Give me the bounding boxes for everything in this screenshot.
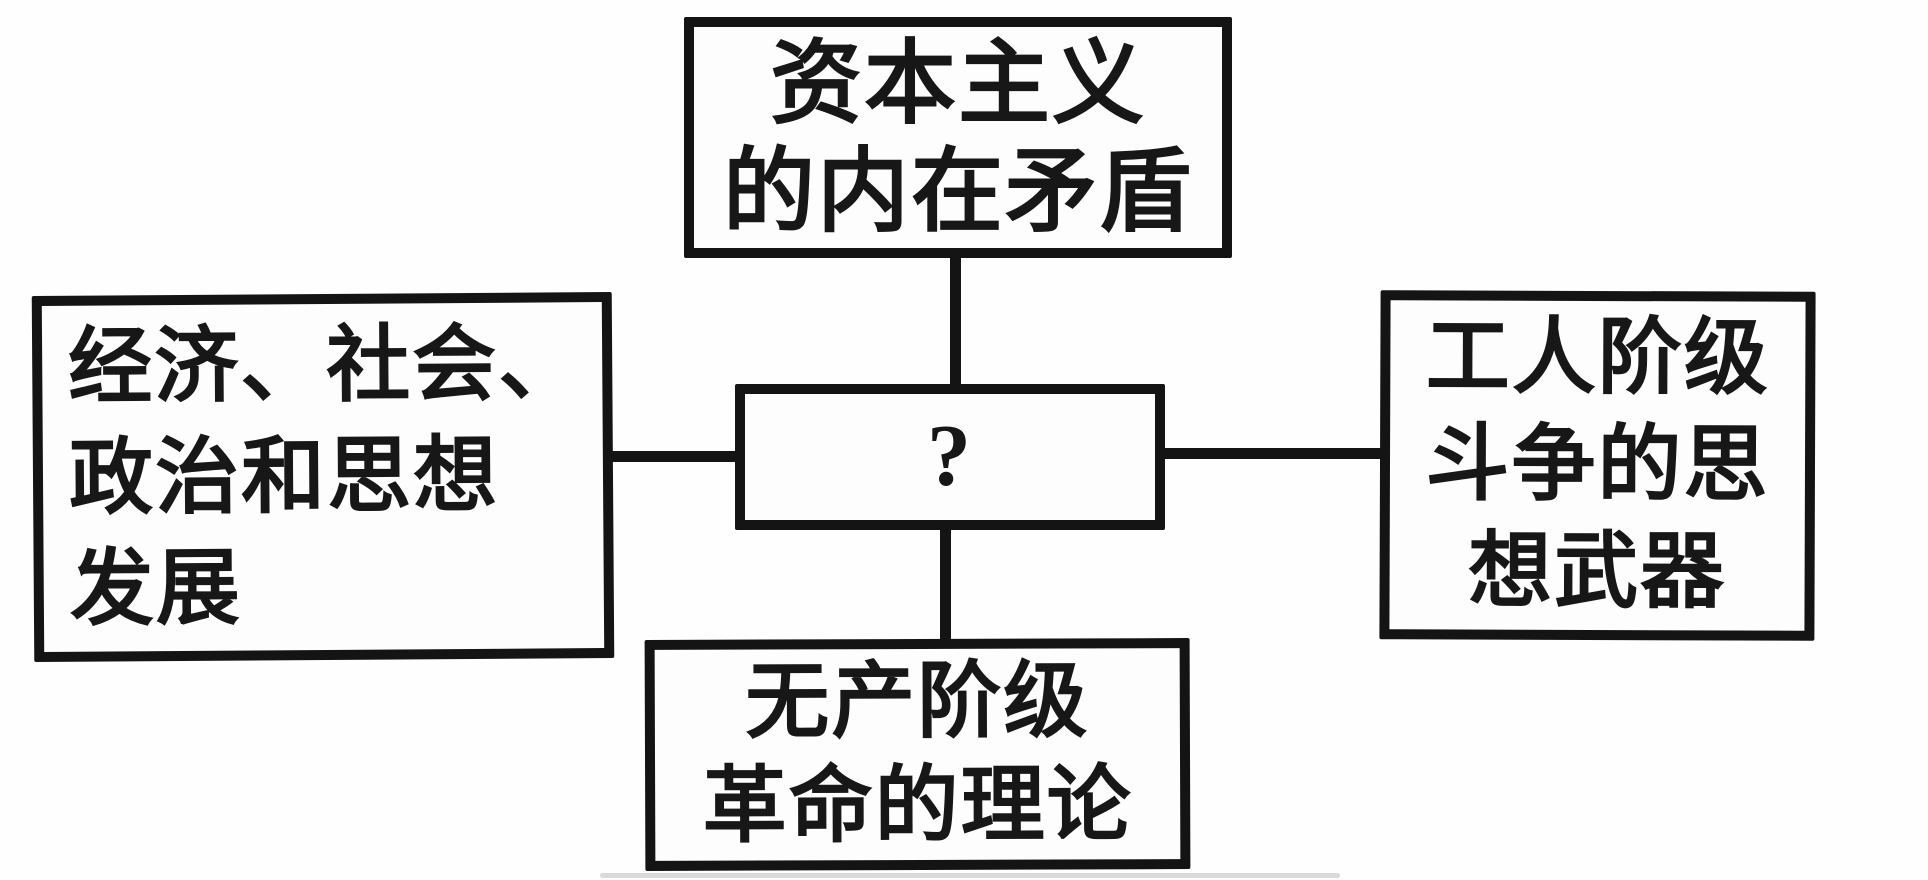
- connector-center-to-right-line: [1155, 448, 1390, 459]
- node-left-text-line-3: 发展: [69, 542, 243, 637]
- connector-center-to-top-line: [950, 248, 961, 394]
- node-right-text-line-1: 工人阶级: [1425, 311, 1771, 406]
- node-economic-social-political-ideological-development: 经济、社会、 政治和思想 发展: [31, 291, 615, 663]
- node-top-text-line-1: 资本主义: [769, 32, 1146, 135]
- node-left-text-line-1: 经济、社会、: [67, 317, 585, 415]
- node-ideological-weapon-of-working-class-struggle: 工人阶级 斗争的思 想武器: [1379, 290, 1816, 641]
- connector-center-to-bottom-line: [940, 520, 951, 650]
- node-right-text-line-3: 想武器: [1467, 525, 1727, 620]
- node-question-mark: ?: [735, 384, 1165, 530]
- scan-artifact-line: [600, 873, 1340, 878]
- node-bottom-text-line-2: 革命的理论: [702, 758, 1133, 854]
- node-bottom-text-line-1: 无产阶级: [745, 654, 1090, 750]
- node-top-text-line-2: 的内在矛盾: [722, 140, 1193, 243]
- node-theory-of-proletarian-revolution: 无产阶级 革命的理论: [644, 638, 1191, 871]
- node-capitalism-inner-contradictions: 资本主义 的内在矛盾: [684, 17, 1232, 258]
- question-mark-text: ?: [927, 408, 973, 505]
- node-right-text-line-2: 斗争的思: [1425, 418, 1770, 513]
- connector-center-to-left-line: [603, 451, 745, 462]
- node-left-text-line-2: 政治和思想: [68, 429, 500, 526]
